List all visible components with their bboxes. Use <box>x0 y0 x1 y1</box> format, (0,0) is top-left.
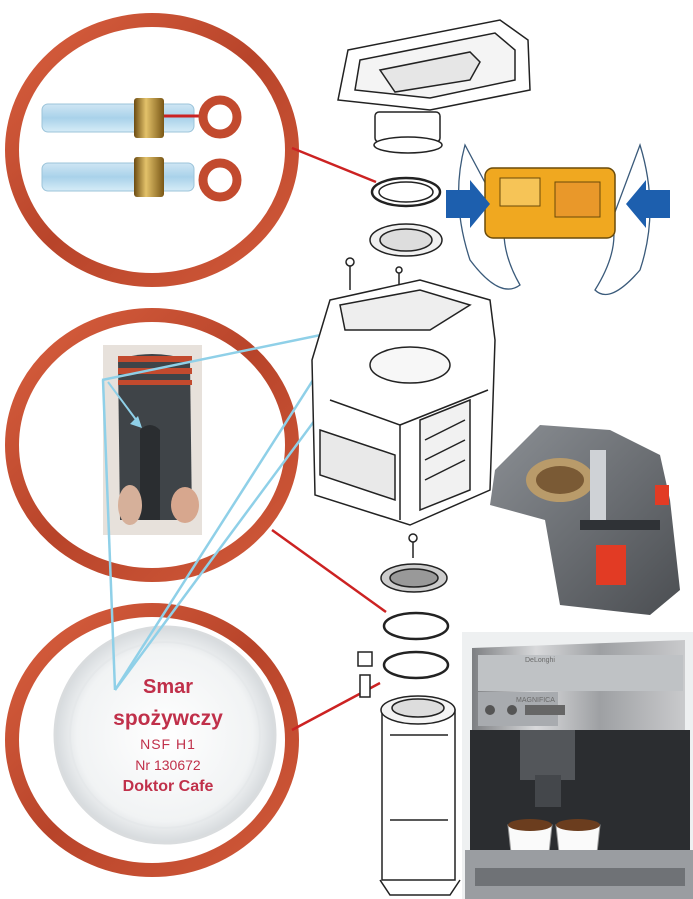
jar-label-line-3: NSF H1 <box>140 736 196 752</box>
small-oring-icon <box>198 158 242 202</box>
jar-label-line-5: Doktor Cafe <box>122 778 214 795</box>
large-oring-icon <box>5 308 299 582</box>
brew-unit-photo <box>490 425 680 615</box>
grease-jar-icon <box>53 625 277 845</box>
coffee-machine-icon <box>462 632 693 899</box>
machine-model: MAGNIFICA <box>516 697 555 704</box>
small-oring-icon <box>198 95 242 139</box>
leader-lines <box>101 328 354 691</box>
bottom-oring-panel <box>5 603 381 877</box>
jar-label-line-1: Smar <box>142 676 194 698</box>
press-arrow-icon <box>626 180 670 228</box>
machine-brand: DeLonghi <box>525 657 555 664</box>
jar-label-line-4: Nr 130672 <box>135 757 201 773</box>
press-arrow-icon <box>446 180 490 228</box>
tube-with-fitting-icon <box>41 98 195 138</box>
large-oring-icon <box>5 603 299 877</box>
press-to-remove-illustration <box>446 142 670 296</box>
jar-label-line-2: spożywczy <box>113 707 223 730</box>
tube-with-fitting-icon <box>41 157 195 197</box>
top-oring-panel <box>5 13 377 287</box>
middle-oring-panel <box>5 308 387 614</box>
large-oring-icon <box>5 13 299 287</box>
brew-unit-exploded-drawing-icon <box>311 19 531 896</box>
